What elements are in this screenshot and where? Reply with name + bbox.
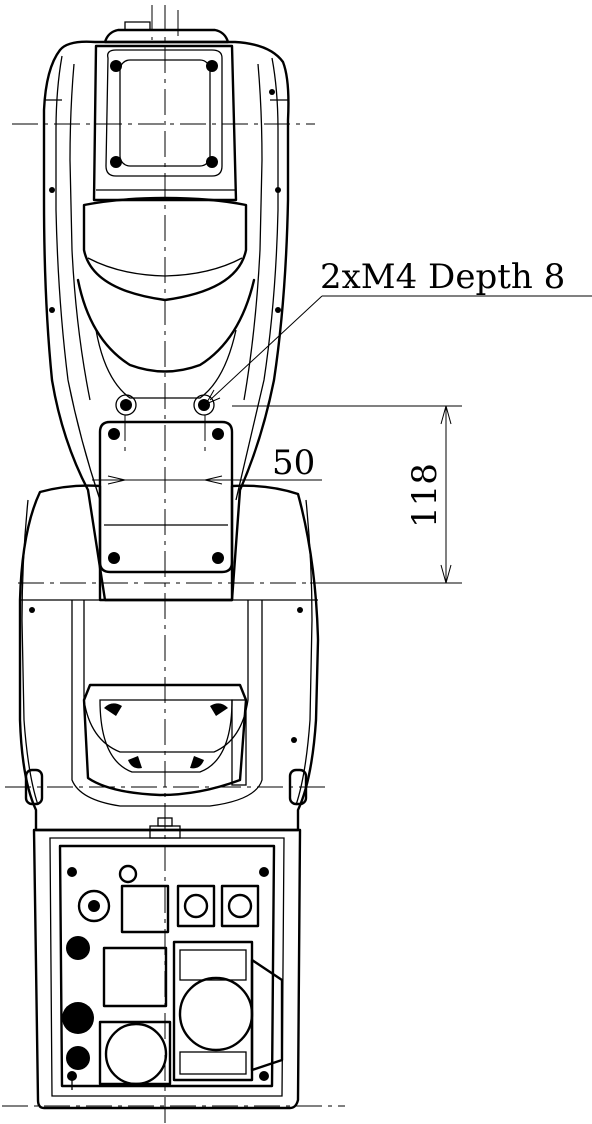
shoulder-body (18, 484, 320, 832)
thread-callout: 2xM4 Depth 8 (205, 257, 592, 405)
dimension-118: 118 (232, 405, 462, 584)
m4-hole-left (115, 394, 137, 416)
thread-callout-label: 2xM4 Depth 8 (320, 257, 565, 297)
dim-horizontal-label: 50 (272, 443, 315, 483)
upper-arm (42, 21, 290, 602)
m4-hole-right (193, 394, 215, 416)
center-lines (2, 5, 345, 1124)
dimension-50: 50 (92, 443, 322, 485)
dim-vertical-label: 118 (405, 463, 445, 528)
base (32, 817, 302, 1110)
